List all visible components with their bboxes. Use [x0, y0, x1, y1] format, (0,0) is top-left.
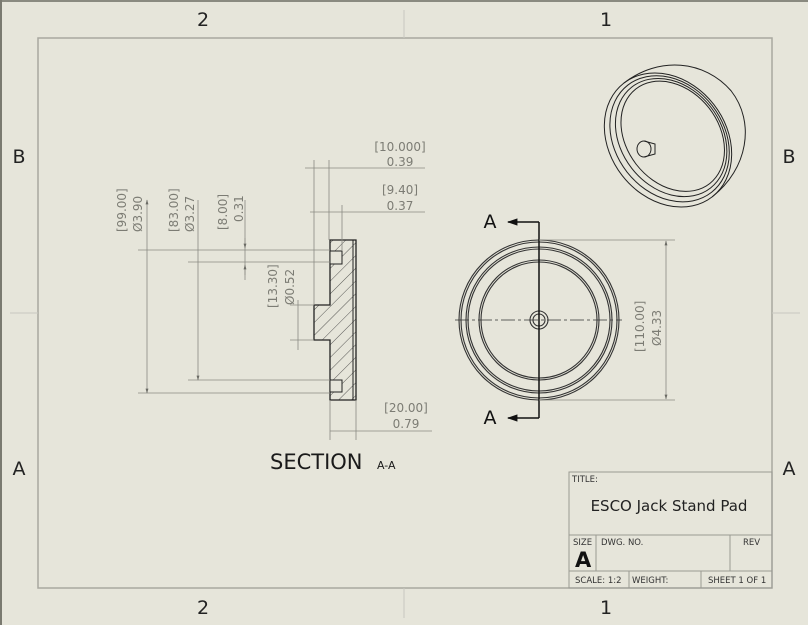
dim-8-inch: 0.31 — [232, 195, 246, 222]
zone-col-1-top: 1 — [600, 9, 612, 31]
section-sublabel: A-A — [377, 459, 396, 472]
zone-col-2-bottom: 2 — [197, 597, 209, 619]
dim-99-mm: [99.00] — [115, 188, 129, 232]
window-edge-left — [0, 0, 2, 625]
size-value: A — [575, 548, 592, 572]
drawing-border — [10, 10, 800, 618]
weight-label: WEIGHT: — [632, 576, 668, 586]
title-block: TITLE: ESCO Jack Stand Pad SIZE A DWG. N… — [568, 471, 773, 589]
zone-row-a-left: A — [13, 458, 26, 480]
front-view[interactable]: A A [110.00] Ø4.33 — [455, 211, 675, 429]
scale-label: SCALE: 1:2 — [575, 576, 622, 586]
dim-83-inch: Ø3.27 — [183, 196, 197, 232]
title-label: TITLE: — [571, 475, 598, 485]
sheet-label: SHEET 1 OF 1 — [708, 576, 766, 586]
zone-row-a-right: A — [783, 458, 796, 480]
dim-9-inch: 0.37 — [387, 199, 414, 213]
zone-col-2-top: 2 — [197, 9, 209, 31]
dim-110-inch: Ø4.33 — [650, 310, 664, 346]
section-dimension-lines — [138, 160, 432, 440]
dim-10-inch: 0.39 — [387, 155, 414, 169]
zone-row-b-left: B — [12, 146, 25, 168]
dim-9-mm: [9.40] — [382, 183, 418, 197]
dwg-no-label: DWG. NO. — [601, 538, 643, 548]
dim-20-inch: 0.79 — [393, 417, 420, 431]
dim-8-mm: [8.00] — [216, 194, 230, 230]
dim-20-mm: [20.00] — [384, 401, 428, 415]
groove-bottom — [329, 379, 343, 393]
section-view[interactable]: [99.00] Ø3.90 [83.00] Ø3.27 [8.00] 0.31 … — [115, 140, 432, 474]
dim-83-mm: [83.00] — [167, 188, 181, 232]
zone-row-b-right: B — [782, 146, 795, 168]
drawing-title: ESCO Jack Stand Pad — [591, 497, 748, 515]
dim-110-mm: [110.00] — [633, 301, 647, 352]
dim-10-mm: [10.000] — [374, 140, 425, 154]
front-dimension-lines — [539, 239, 675, 401]
dim-13-mm: [13.30] — [266, 264, 280, 308]
zone-col-1-bottom: 1 — [600, 597, 612, 619]
dim-13-inch: Ø0.52 — [283, 269, 297, 305]
section-profile — [313, 239, 357, 401]
cut-letter-top: A — [484, 211, 497, 233]
cut-letter-bottom: A — [484, 407, 497, 429]
isometric-view[interactable] — [578, 34, 775, 232]
dim-99-inch: Ø3.90 — [131, 196, 145, 232]
section-label: SECTION — [270, 450, 363, 474]
size-label: SIZE — [573, 538, 592, 548]
window-edge-top — [0, 0, 808, 2]
rev-label: REV — [743, 538, 760, 548]
groove-top — [329, 250, 343, 265]
